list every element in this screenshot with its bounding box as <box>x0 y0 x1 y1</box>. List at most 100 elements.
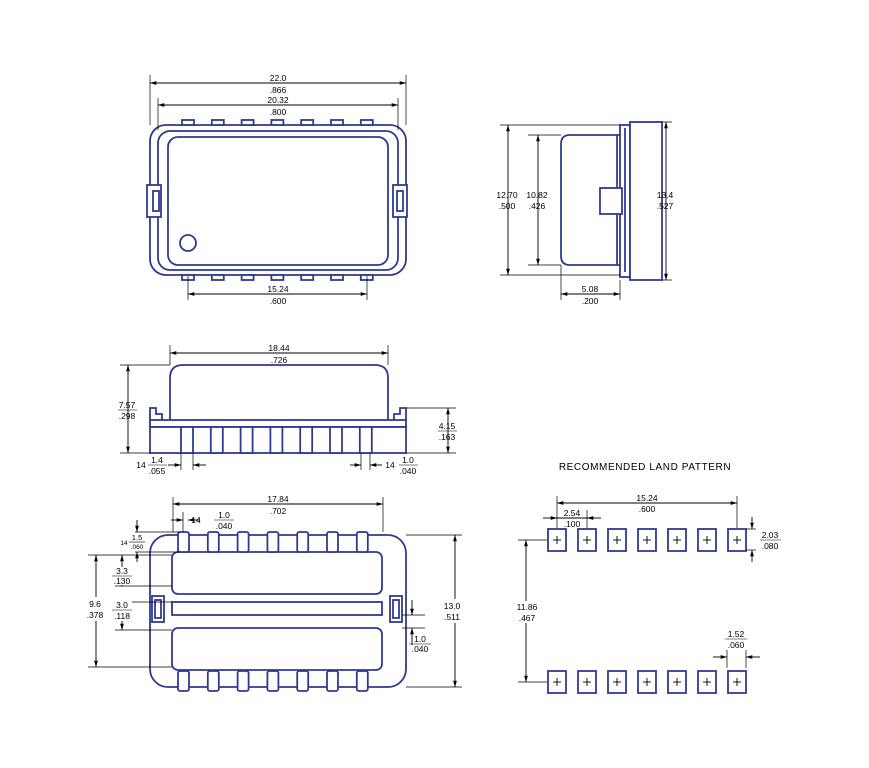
bottom-dim-33-in: .130 <box>114 576 131 586</box>
top-pin <box>359 119 374 126</box>
bottom-pin <box>355 670 369 692</box>
bottom-view-center-strip <box>171 601 383 616</box>
top-pin-span-in: .600 <box>270 296 287 306</box>
pin1-marker <box>179 234 197 252</box>
bottom-pin <box>177 670 190 692</box>
top-pin <box>330 119 344 126</box>
top-body-width-mm: 20.32 <box>267 95 289 105</box>
front-pin <box>269 426 284 454</box>
front-length-in: .726 <box>271 355 288 365</box>
front-view-base-top <box>149 419 407 428</box>
front-right-gap-prefix: 14 <box>385 460 395 470</box>
top-view-right-tab-inner <box>396 190 404 212</box>
front-left-gap-prefix: 14 <box>136 460 146 470</box>
bottom-view: 17.84 .702 14 1.0 .040 14 1.5 .060 3.3 .… <box>84 494 468 692</box>
land-pitch-mm: 2.54 <box>564 508 581 518</box>
side-view-lid <box>560 134 620 266</box>
top-pin <box>240 274 255 281</box>
front-base-height-mm: 4.15 <box>439 421 456 431</box>
side-height-a-mm: 12.70 <box>496 190 518 200</box>
top-view-right-tab <box>392 184 408 218</box>
side-depth-in: .200 <box>582 296 599 306</box>
top-width-mm: 22.0 <box>270 73 287 83</box>
front-view-lid <box>169 364 389 420</box>
front-view-left-lip <box>149 407 163 420</box>
front-view-right-lip <box>393 407 407 420</box>
bottom-pin <box>236 670 250 692</box>
bottom-height-mm: 13.0 <box>444 601 461 611</box>
top-view: 22.0 .866 20.32 .800 15.24 .600 <box>146 73 408 306</box>
bottom-pin <box>177 531 190 553</box>
bottom-dim-96-mm: 9.6 <box>89 599 101 609</box>
land-row-gap-in: .467 <box>519 613 536 623</box>
top-view-outer-body <box>149 124 407 276</box>
top-width-in: .866 <box>270 85 287 95</box>
side-height-b-mm: 10.82 <box>526 190 548 200</box>
front-pin <box>358 426 373 454</box>
bottom-pin-row-in: .702 <box>270 506 287 516</box>
side-height-a-in: .500 <box>499 201 516 211</box>
bottom-pin <box>355 531 369 553</box>
land-pad-h-in: .080 <box>762 541 779 551</box>
bottom-pin-len-prefix: 14 <box>120 540 128 547</box>
land-pad-w-mm: 1.52 <box>728 629 745 639</box>
front-pin <box>239 426 254 454</box>
side-view-tab <box>599 187 623 215</box>
front-right-gap-in: .040 <box>400 466 417 476</box>
bottom-pin <box>296 670 310 692</box>
bottom-tab-mm: 1.0 <box>414 634 426 644</box>
bottom-pin-len-mm: 1.5 <box>132 533 142 542</box>
bottom-pin <box>326 670 339 692</box>
land-pad-w-in: .060 <box>728 640 745 650</box>
top-pin <box>181 119 195 126</box>
bottom-pin-width-prefix: 14 <box>191 515 201 525</box>
bottom-pin-len-in: .060 <box>131 544 144 551</box>
front-height-in: .298 <box>119 411 136 421</box>
bottom-pin <box>326 531 339 553</box>
bottom-pin <box>296 531 310 553</box>
top-view-lid <box>167 136 389 266</box>
bottom-dim-33-mm: 3.3 <box>116 566 128 576</box>
top-pin <box>270 119 285 126</box>
bottom-view-lower-pad <box>171 627 383 671</box>
top-view-left-tab <box>146 184 162 218</box>
bottom-pin <box>236 531 250 553</box>
land-pad-h-mm: 2.03 <box>762 530 779 540</box>
side-height-b-in: .426 <box>529 201 546 211</box>
front-left-gap-in: .055 <box>149 466 166 476</box>
bottom-pin-row-mm: 17.84 <box>267 494 289 504</box>
top-pin <box>210 119 225 126</box>
top-pin <box>330 274 344 281</box>
front-view: 18.44 .726 7.57 .298 4.15 .163 14 1.4 .0… <box>118 343 457 476</box>
side-view: 12.70 .500 10.82 .426 13.4 .527 5.08 .20… <box>496 121 674 306</box>
land-pattern-title: RECOMMENDED LAND PATTERN <box>559 462 731 473</box>
land-row-gap-mm: 11.86 <box>517 602 538 612</box>
top-pin <box>240 119 255 126</box>
top-pin <box>300 119 315 126</box>
bottom-height-in: .511 <box>444 612 460 622</box>
land-span-mm: 15.24 <box>636 493 658 503</box>
bottom-pin-width-in: .040 <box>216 521 233 531</box>
bottom-view-lower-pins <box>177 670 369 692</box>
bottom-dim-30-mm: 3.0 <box>116 600 128 610</box>
top-view-left-tab-inner <box>152 190 160 212</box>
bottom-pin <box>266 531 280 553</box>
land-pattern: RECOMMENDED LAND PATTERN 15.24 .600 2.54… <box>514 462 781 694</box>
front-pin <box>209 426 224 454</box>
bottom-pin <box>206 670 220 692</box>
front-pin <box>329 426 343 454</box>
top-pin <box>300 274 315 281</box>
front-length-mm: 18.44 <box>268 343 290 353</box>
side-depth-mm: 5.08 <box>582 284 599 294</box>
front-height-mm: 7.57 <box>119 400 136 410</box>
bottom-pin <box>206 531 220 553</box>
top-pin-span-mm: 15.24 <box>267 284 289 294</box>
land-pitch-in: .100 <box>564 519 581 529</box>
bottom-dim-30-in: .118 <box>114 611 130 621</box>
front-view-pins <box>180 426 373 454</box>
bottom-tab-in: .040 <box>412 644 429 654</box>
bottom-view-upper-pins <box>177 531 369 553</box>
top-pin <box>270 274 285 281</box>
bottom-pin-width-mm: 1.0 <box>218 510 230 520</box>
